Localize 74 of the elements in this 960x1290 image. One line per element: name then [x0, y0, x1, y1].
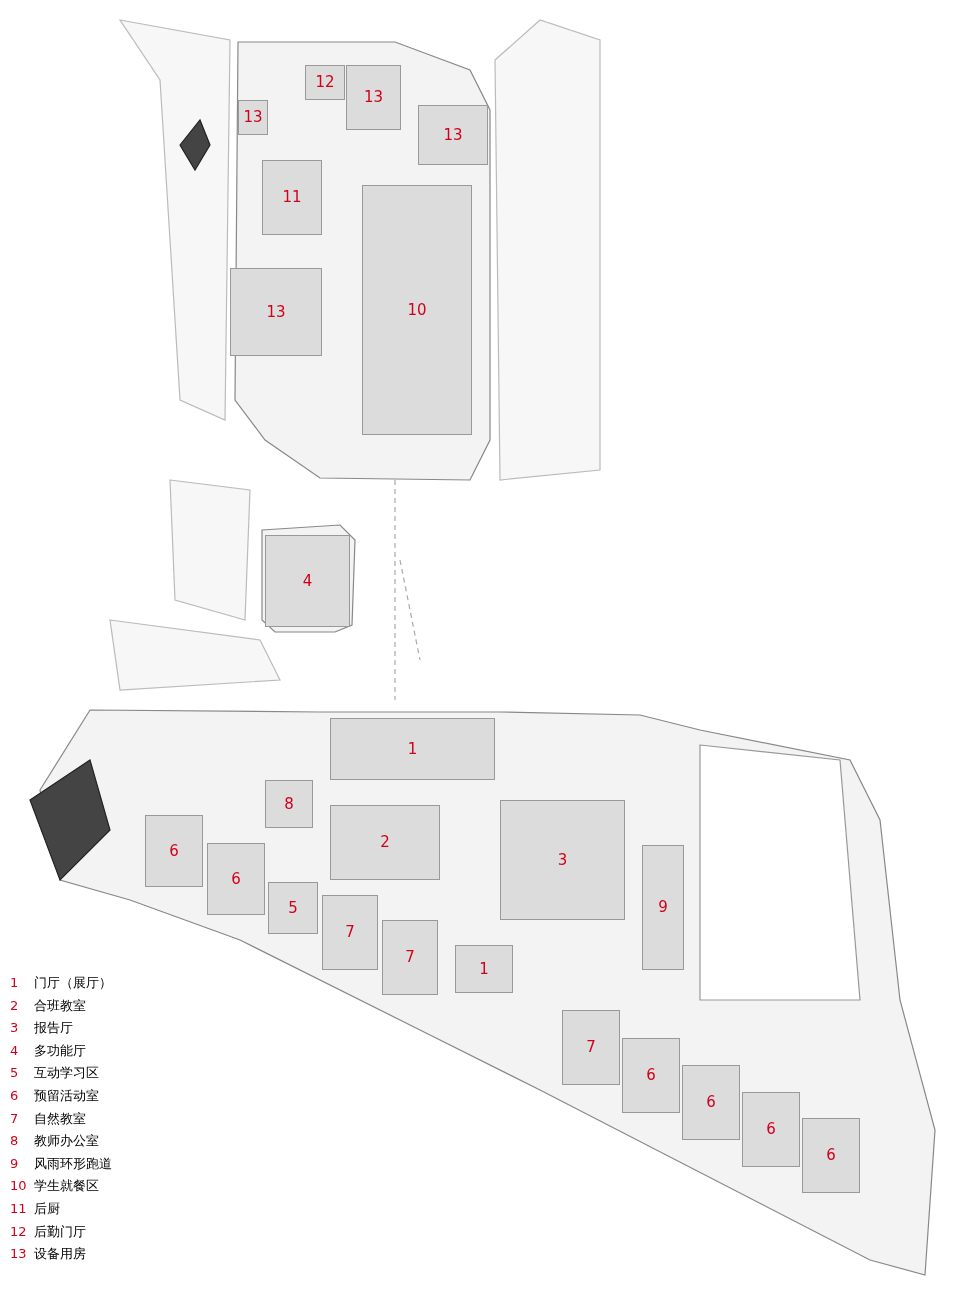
- room-number: 4: [302, 573, 313, 589]
- room-area: [322, 895, 378, 970]
- room-number: 6: [706, 1095, 716, 1110]
- legend-text: 自然教室: [34, 1110, 86, 1127]
- room-area: [265, 780, 313, 828]
- room-area: [418, 105, 488, 165]
- room-number: 1: [479, 961, 489, 977]
- legend-number: 5: [10, 1065, 19, 1082]
- room-area: [230, 268, 322, 356]
- legend-number: 3: [10, 1020, 19, 1037]
- room-number: 10: [407, 302, 427, 318]
- room-area: [562, 1010, 620, 1085]
- legend-number: 7: [10, 1110, 19, 1127]
- legend-text: 互动学习区: [34, 1065, 99, 1082]
- room-number: 7: [405, 950, 415, 965]
- room-number: 11: [282, 190, 302, 205]
- legend-number: 4: [10, 1042, 19, 1059]
- room-area: [682, 1065, 740, 1140]
- legend-number: 11: [10, 1201, 27, 1217]
- room-area: [238, 100, 268, 135]
- room-number: 13: [266, 304, 286, 320]
- room-number: 2: [380, 835, 390, 850]
- room-area: [268, 882, 318, 934]
- room-number: 13: [443, 127, 463, 143]
- legend-number: 8: [10, 1133, 19, 1150]
- room-number: 7: [345, 925, 355, 940]
- legend-number: 10: [10, 1178, 27, 1195]
- legend-text: 学生就餐区: [34, 1178, 99, 1195]
- room-area: [382, 920, 438, 995]
- legend-text: 教师办公室: [34, 1133, 99, 1150]
- room-area: [265, 535, 350, 627]
- room-area: [262, 160, 322, 235]
- legend-text: 后厨: [34, 1201, 60, 1217]
- room-area: [802, 1118, 860, 1193]
- room-area: [642, 845, 684, 970]
- room-area: [455, 945, 513, 993]
- room-number: 8: [284, 796, 294, 812]
- room-area: [500, 800, 625, 920]
- room-area: [305, 65, 345, 100]
- room-number: 3: [557, 852, 568, 868]
- legend-number: 2: [10, 997, 19, 1014]
- room-area: [330, 718, 495, 780]
- room-number: 6: [766, 1122, 776, 1137]
- room-number: 13: [363, 90, 384, 105]
- room-number: 6: [646, 1068, 656, 1083]
- room-area: [346, 65, 401, 130]
- room-area: [145, 815, 203, 887]
- legend-text: 后勤门厅: [34, 1223, 86, 1240]
- legend-number: 12: [10, 1223, 27, 1240]
- legend-text: 门厅（展厅）: [34, 975, 112, 991]
- legend-number: 1: [10, 975, 19, 991]
- room-number: 13: [243, 110, 263, 125]
- room-area: [330, 805, 440, 880]
- legend-text: 风雨环形跑道: [34, 1155, 112, 1172]
- room-number: 6: [169, 843, 179, 859]
- room-number: 6: [231, 871, 241, 887]
- legend-text: 设备用房: [34, 1246, 86, 1263]
- legend-number: 9: [10, 1155, 19, 1172]
- room-area: [207, 843, 265, 915]
- room-area: [622, 1038, 680, 1113]
- legend-text: 合班教室: [34, 997, 86, 1014]
- room-number: 9: [658, 900, 668, 915]
- room-number: 5: [288, 900, 298, 916]
- room-number: 12: [315, 75, 335, 90]
- room-area: [742, 1092, 800, 1167]
- room-number: 7: [586, 1040, 596, 1055]
- room-area: [362, 185, 472, 435]
- legend-number: 13: [10, 1246, 27, 1263]
- legend-number: 6: [10, 1088, 19, 1104]
- legend-text: 报告厅: [34, 1020, 73, 1037]
- room-number: 6: [826, 1148, 836, 1163]
- legend-text: 多功能厅: [34, 1042, 86, 1059]
- legend-text: 预留活动室: [34, 1088, 99, 1104]
- room-number: 1: [407, 741, 418, 757]
